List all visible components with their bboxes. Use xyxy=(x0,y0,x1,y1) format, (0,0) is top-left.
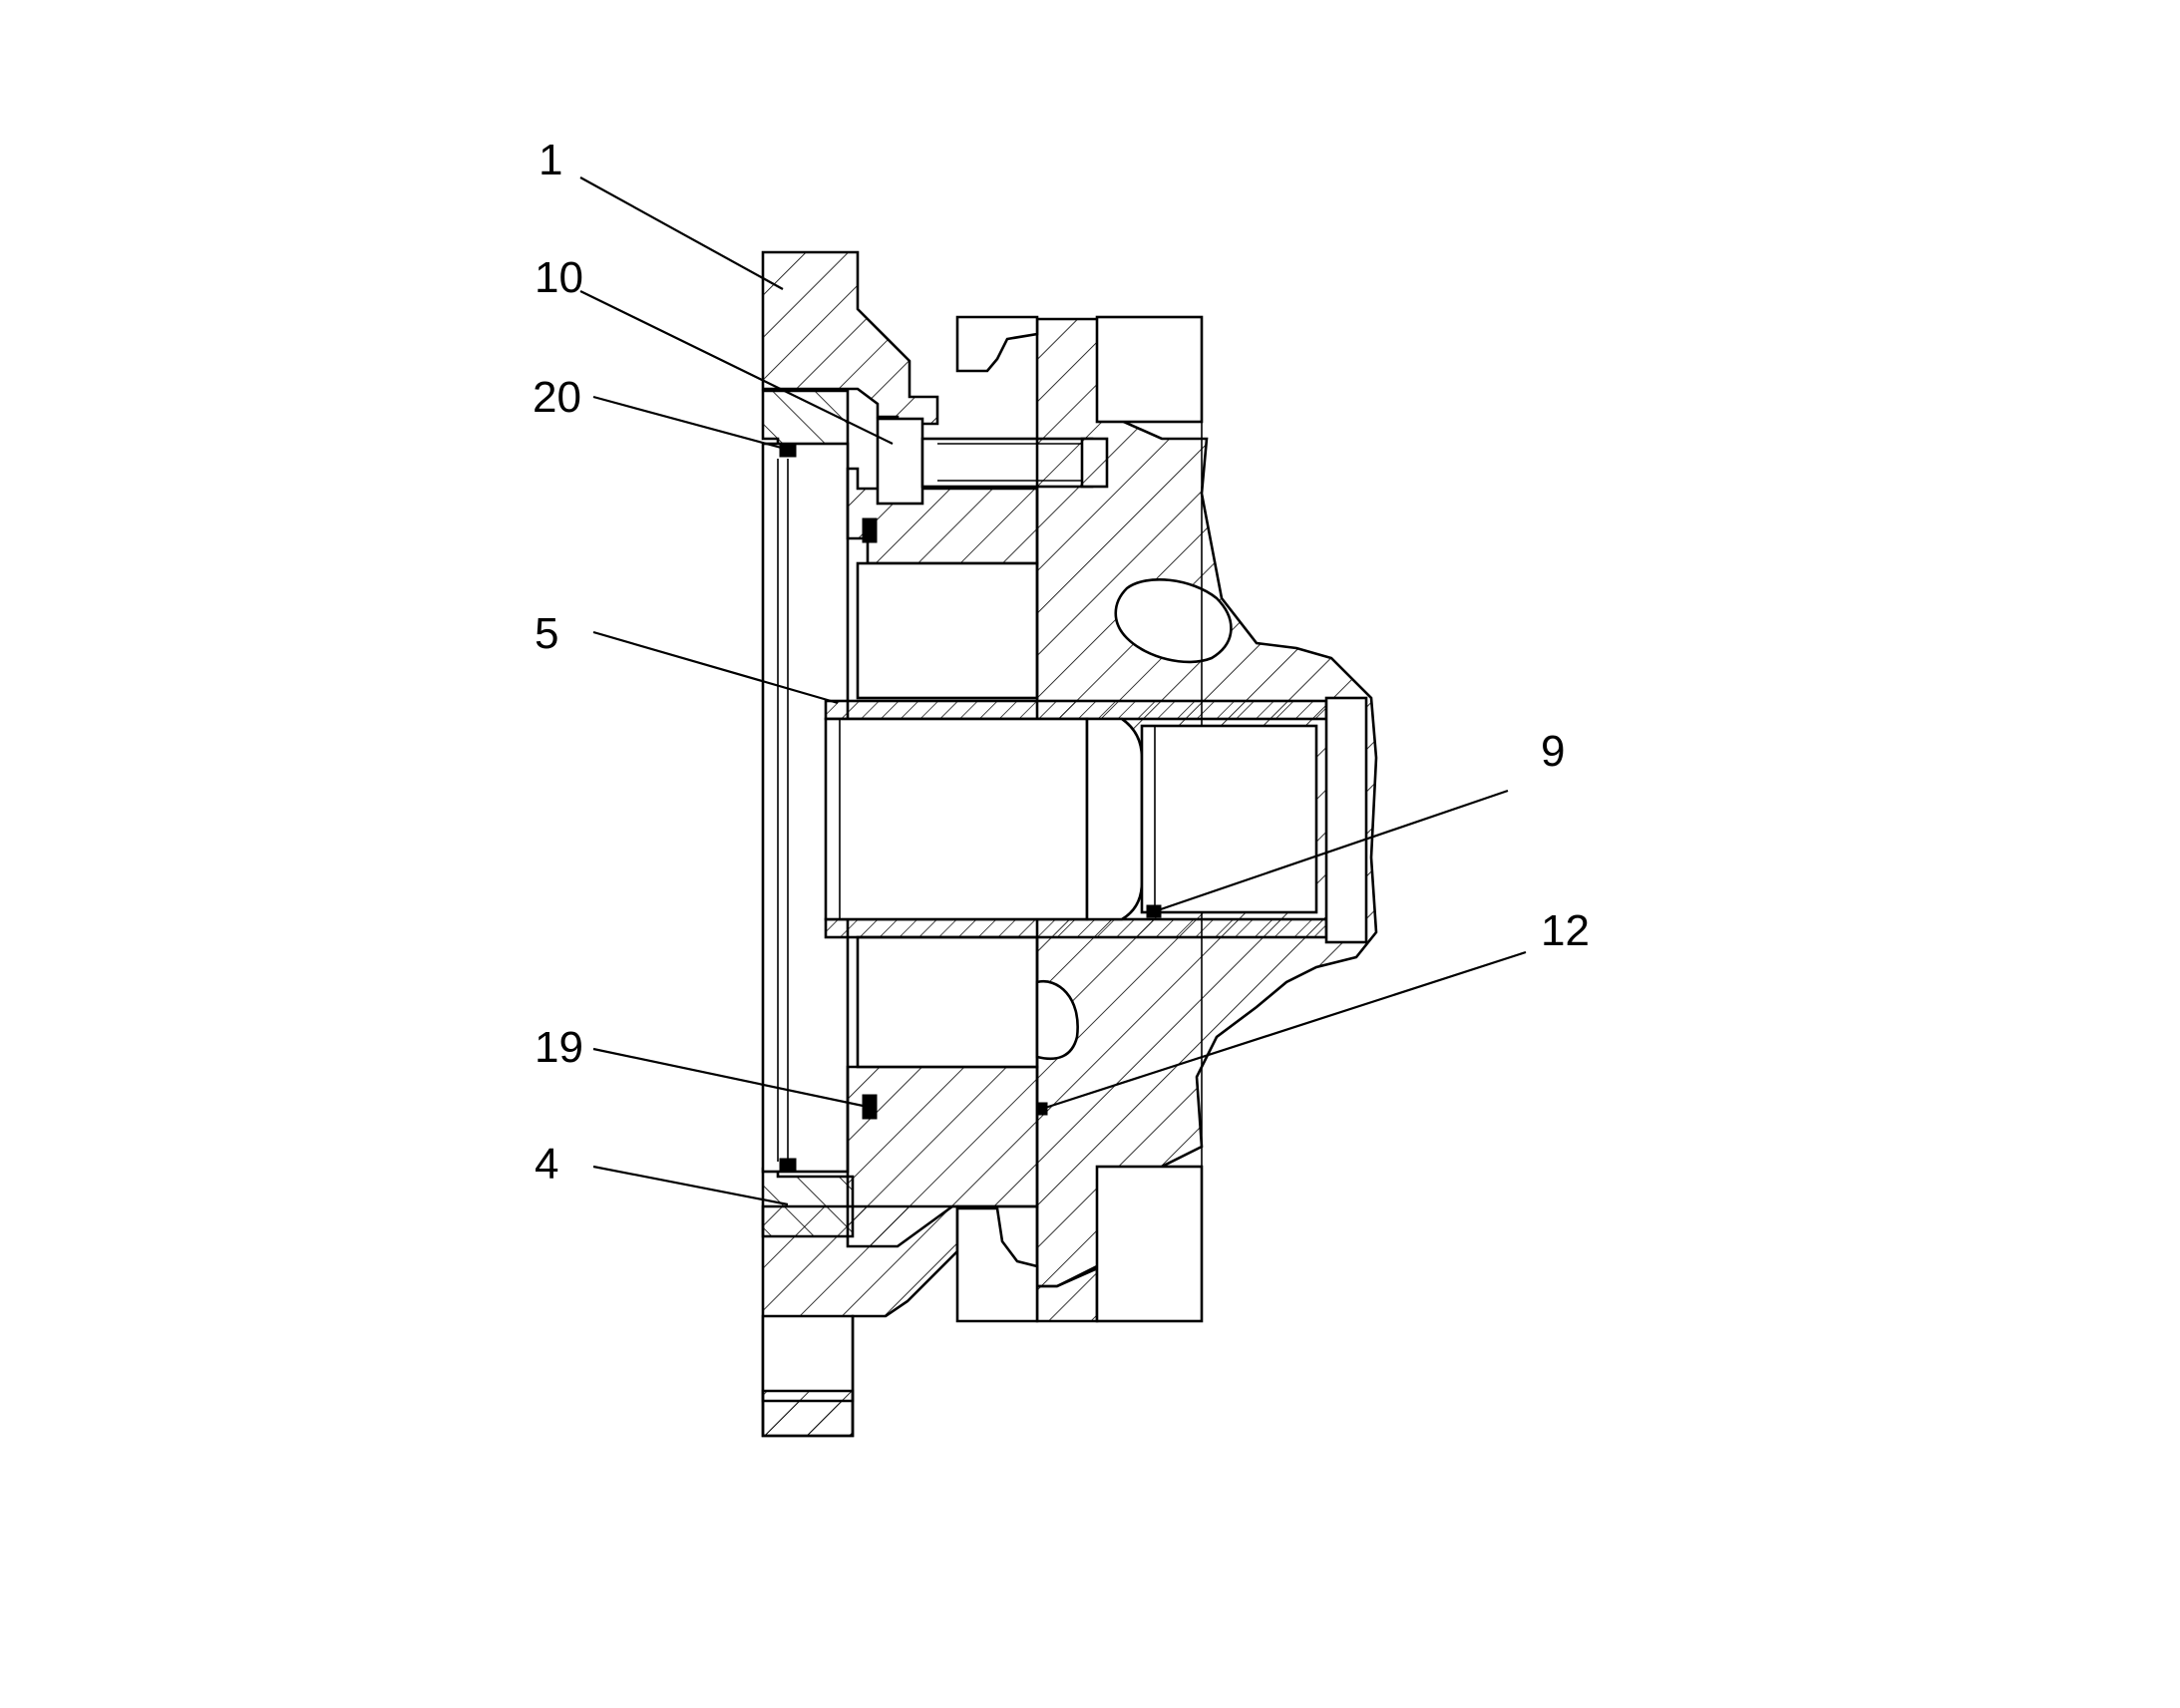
housing-flange xyxy=(761,250,959,1438)
seal-upper xyxy=(862,517,878,543)
callout-1: 1 xyxy=(539,136,562,184)
sleeve xyxy=(824,696,1368,944)
callout-12: 12 xyxy=(1541,906,1590,955)
callout-labels: 1 10 20 5 9 12 19 4 xyxy=(533,136,1590,1189)
callout-10: 10 xyxy=(535,253,583,302)
callout-4: 4 xyxy=(535,1140,558,1189)
callout-9: 9 xyxy=(1541,727,1565,776)
leader-20 xyxy=(592,395,786,451)
leader-12 xyxy=(1041,950,1527,1111)
seal-9 xyxy=(1146,904,1162,918)
leader-1 xyxy=(579,176,784,290)
callout-20: 20 xyxy=(533,373,581,422)
leader-9 xyxy=(1154,789,1509,913)
callout-19: 19 xyxy=(535,1023,583,1072)
leader-4 xyxy=(592,1165,789,1206)
leader-5 xyxy=(592,630,839,705)
leader-10 xyxy=(579,290,894,445)
leader-19 xyxy=(592,1047,869,1109)
callout-5: 5 xyxy=(535,609,558,658)
leader-lines xyxy=(579,176,1527,1206)
